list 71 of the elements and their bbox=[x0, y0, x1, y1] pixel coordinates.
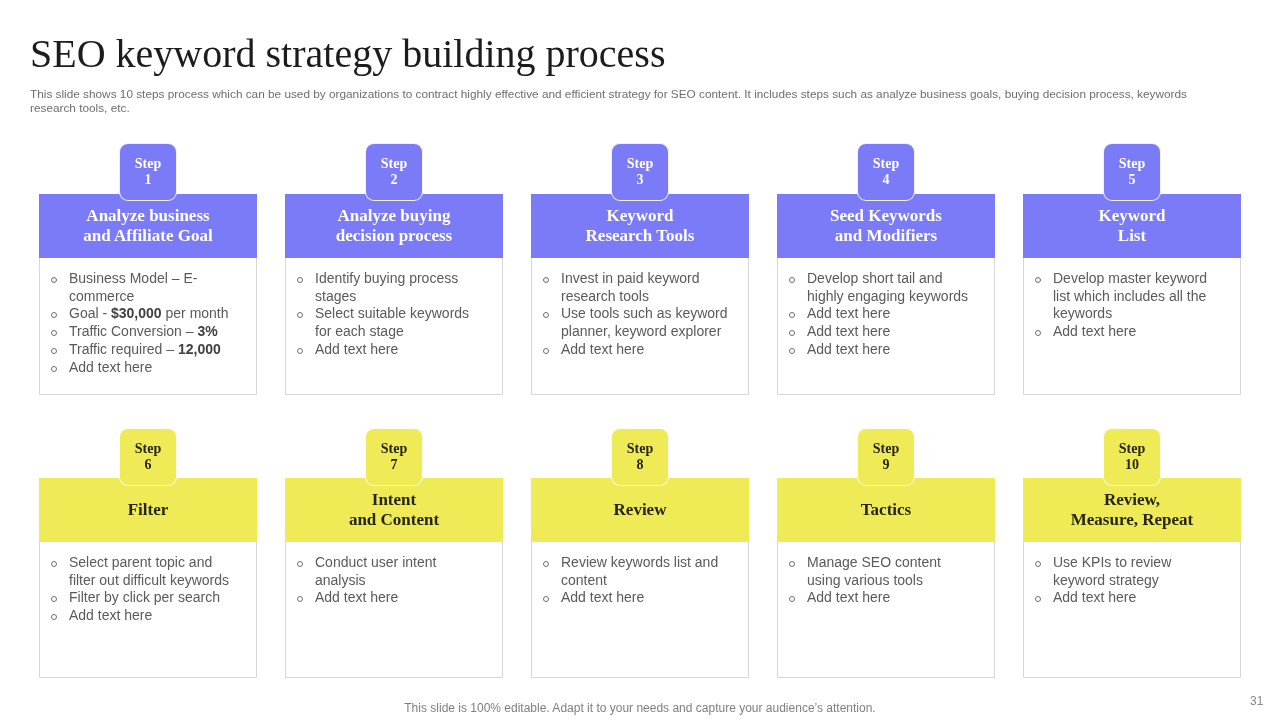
bullet-text: Add text here bbox=[807, 323, 892, 341]
step-badge bbox=[1103, 428, 1161, 486]
bullet-text: Add text here bbox=[807, 589, 892, 608]
step-number: Step 7 bbox=[380, 441, 408, 473]
step-number: Step 6 bbox=[134, 441, 162, 473]
page-number: 31 bbox=[1250, 694, 1264, 708]
bullet-text: Develop short tail and highly engaging keywords bbox=[807, 270, 970, 306]
step-number: Step 4 bbox=[872, 156, 900, 188]
step-badge bbox=[611, 428, 669, 486]
bullet-text: Traffic required – 12,000 bbox=[69, 340, 222, 359]
step-heading: Tactics bbox=[777, 478, 995, 542]
bullet-text: Add text here bbox=[561, 589, 646, 608]
bullet-text: Use KPIs to review keyword strategy bbox=[1053, 554, 1173, 590]
step-heading: Keyword Research Tools bbox=[531, 194, 749, 258]
bullet-text: Add text here bbox=[315, 589, 400, 608]
step-badge bbox=[611, 143, 669, 201]
bullet-text: Filter by click per search bbox=[69, 589, 221, 608]
step-number: Step 3 bbox=[626, 156, 654, 188]
step-badge bbox=[857, 428, 915, 486]
bullet-text: Conduct user intent analysis bbox=[315, 554, 438, 590]
bullet-text: Add text here bbox=[315, 340, 400, 359]
bullet-text: Add text here bbox=[561, 340, 646, 359]
slide-title: SEO keyword strategy building process bbox=[30, 31, 666, 77]
step-badge bbox=[119, 143, 177, 201]
bullet-text: Manage SEO content using various tools bbox=[807, 554, 942, 590]
bullet-text: Select suitable keywords for each stage bbox=[315, 305, 471, 341]
step-card bbox=[285, 194, 503, 395]
step-card bbox=[531, 194, 749, 395]
step-card bbox=[39, 194, 257, 395]
footer-note: This slide is 100% editable. Adapt it to your needs and capture your audience’s attention. bbox=[404, 701, 876, 715]
bullet-text: Select parent topic and filter out difficult keywords bbox=[69, 554, 231, 590]
bullet-text: Traffic Conversion – 3% bbox=[69, 323, 219, 341]
bullet-text: Add text here bbox=[1053, 323, 1138, 341]
step-heading: Filter bbox=[39, 478, 257, 542]
slide-description: This slide shows 10 steps process which can be used by organizations to contract highly effective and efficient strategy for SEO content. It includes steps such as analyze business goals, buying decision process, keywords research tools, etc. bbox=[30, 88, 1188, 115]
step-badge bbox=[365, 143, 423, 201]
bullet-text: Identify buying process stages bbox=[315, 270, 460, 306]
step-number: Step 2 bbox=[380, 156, 408, 188]
bullet-text: Goal - $30,000 per month bbox=[69, 305, 230, 324]
step-heading: Review, Measure, Repeat bbox=[1023, 478, 1241, 542]
step-badge bbox=[365, 428, 423, 486]
bullet-text: Add text here bbox=[69, 607, 154, 625]
step-number: Step 1 bbox=[134, 156, 162, 188]
step-card bbox=[285, 478, 503, 678]
step-heading: Analyze buying decision process bbox=[285, 194, 503, 258]
step-badge bbox=[119, 428, 177, 486]
bullet-text: Invest in paid keyword research tools bbox=[561, 270, 701, 306]
step-heading: Intent and Content bbox=[285, 478, 503, 542]
bullet-text: Add text here bbox=[1053, 589, 1138, 608]
step-card bbox=[1023, 194, 1241, 395]
step-heading: Keyword List bbox=[1023, 194, 1241, 258]
step-card bbox=[777, 194, 995, 395]
bullet-text: Add text here bbox=[807, 340, 892, 359]
step-heading: Seed Keywords and Modifiers bbox=[777, 194, 995, 258]
bullet-text: Develop master keyword list which includes all the keywords bbox=[1053, 270, 1209, 324]
step-card bbox=[1023, 478, 1241, 678]
bullet-text: Add text here bbox=[69, 358, 154, 377]
step-card bbox=[531, 478, 749, 678]
step-badge bbox=[857, 143, 915, 201]
bullet-text: Add text here bbox=[807, 305, 892, 324]
step-card bbox=[39, 478, 257, 678]
step-number: Step 8 bbox=[626, 441, 654, 473]
step-card bbox=[777, 478, 995, 678]
step-number: Step 9 bbox=[872, 441, 900, 473]
step-heading: Review bbox=[531, 478, 749, 542]
bullet-text: Use tools such as keyword planner, keyword explorer bbox=[561, 305, 729, 341]
step-number: Step 5 bbox=[1118, 156, 1146, 188]
step-number: Step 10 bbox=[1118, 441, 1146, 473]
step-badge bbox=[1103, 143, 1161, 201]
step-heading: Analyze business and Affiliate Goal bbox=[39, 194, 257, 258]
bullet-text: Review keywords list and content bbox=[561, 554, 720, 590]
